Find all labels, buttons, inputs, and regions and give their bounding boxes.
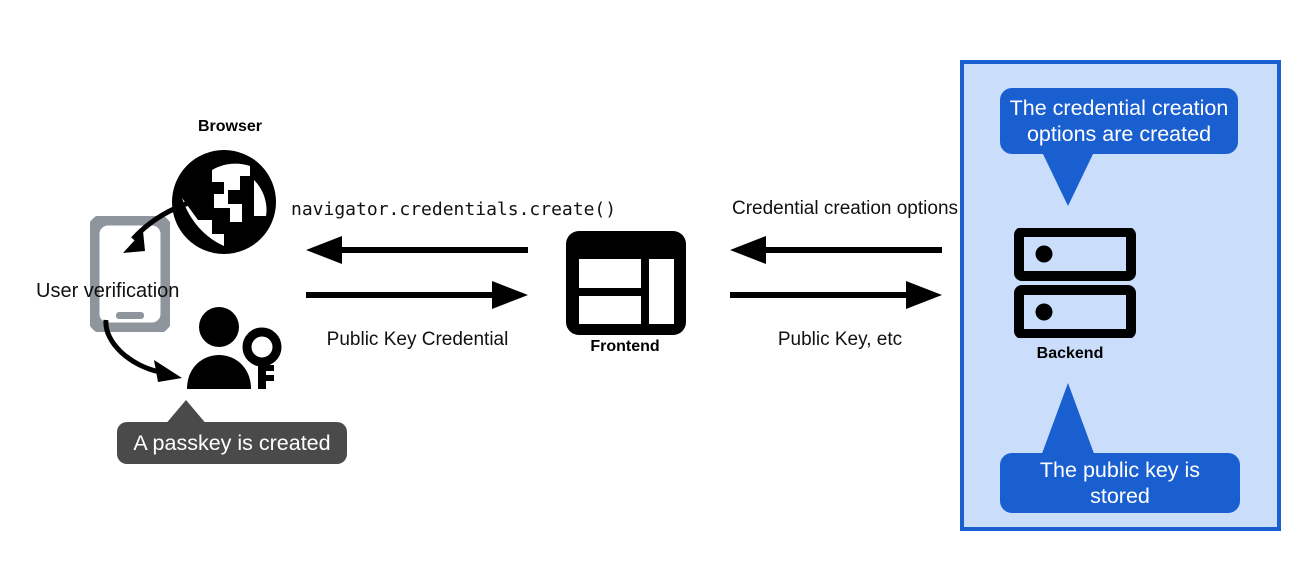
callout-pointer-down-icon: [1042, 152, 1094, 206]
server-rack-icon: [1014, 227, 1136, 343]
callout-pointer-up-gray-icon: [164, 400, 208, 426]
edge-label-navigator-create: navigator.credentials.create(): [291, 199, 617, 220]
arrow-left-navigator-create-icon: [306, 236, 528, 267]
frontend-label: Frontend: [590, 338, 660, 355]
person-with-key-icon: [183, 305, 283, 396]
callout-credential-creation-options: The credential creation options are crea…: [1000, 88, 1238, 154]
arrow-right-public-key-etc-icon: [730, 281, 942, 312]
edge-label-credential-creation-options: Credential creation options: [731, 198, 959, 219]
arrow-left-credential-creation-options-icon: [730, 236, 942, 267]
arrow-curve-browser-to-phone-icon: [105, 195, 215, 280]
arrow-curve-phone-to-person-icon: [78, 316, 208, 401]
globe-icon: [168, 146, 280, 263]
callout-pointer-up-icon: [1040, 383, 1096, 459]
arrow-right-public-key-credential-icon: [306, 281, 528, 312]
user-verification-label: User verification: [36, 280, 180, 302]
callout-passkey-created: A passkey is created: [117, 422, 347, 464]
mobile-phone-icon: [86, 212, 174, 337]
edge-label-public-key-credential: Public Key Credential: [326, 329, 509, 350]
browser-window-icon: [566, 231, 686, 340]
browser-label: Browser: [197, 118, 263, 135]
backend-label: Backend: [1036, 345, 1104, 362]
edge-label-public-key-etc: Public Key, etc: [777, 329, 903, 350]
callout-public-key-stored: The public key is stored: [1000, 453, 1240, 513]
